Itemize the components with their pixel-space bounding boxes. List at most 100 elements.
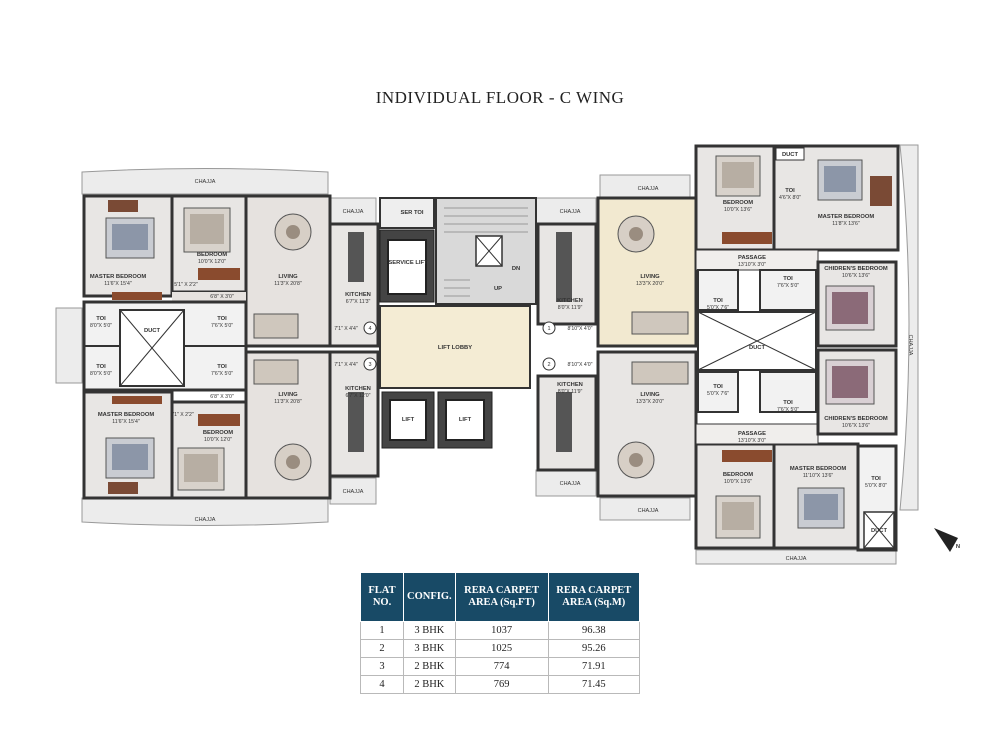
cell-flat-no: 3 bbox=[359, 657, 405, 676]
cell-sqft: 1037 bbox=[454, 621, 549, 640]
core-label: UP bbox=[494, 286, 502, 292]
flat-no-circle-4 bbox=[363, 321, 377, 335]
cell-config: 2 BHK bbox=[403, 675, 456, 694]
duct-label: DUCT bbox=[144, 328, 161, 334]
room-dim: 10'0"X 13'6" bbox=[724, 479, 752, 485]
room-label: LIVING bbox=[640, 392, 660, 398]
chajja-label: CHAJJA bbox=[560, 209, 581, 215]
floor-plan: CHAJJA CHAJJA CHAJJA CHAJJA CHAJJA CHAJJ… bbox=[55, 144, 960, 565]
room-label: TOI bbox=[217, 364, 227, 370]
flat-no: 3 bbox=[368, 362, 371, 368]
room-label: LIVING bbox=[640, 274, 660, 280]
header-area-sqm: RERA CARPET AREA (Sq.M) bbox=[547, 572, 641, 622]
room-label: TOI bbox=[785, 188, 795, 194]
room-dim: 11'8"X 13'6" bbox=[832, 221, 860, 227]
compass-arrow-icon bbox=[934, 528, 958, 552]
room-dim: 13'10"X 3'0" bbox=[738, 262, 766, 268]
chajja-label: CHAJJA bbox=[907, 335, 913, 356]
room-label: CHIDREN'S BEDROOM bbox=[824, 266, 888, 272]
room-label: TOI bbox=[871, 476, 881, 482]
right-top-duct bbox=[775, 147, 805, 161]
cell-config: 2 BHK bbox=[403, 657, 456, 676]
room-label: TOI bbox=[713, 298, 723, 304]
core-label: LIFT LOBBY bbox=[438, 345, 472, 351]
passage-dim: 5'1" X 2'2" bbox=[174, 282, 198, 288]
chajja-label: CHAJJA bbox=[638, 508, 659, 514]
flat-1 bbox=[536, 144, 900, 348]
chajja-label: CHAJJA bbox=[343, 209, 364, 215]
room-label: TOI bbox=[783, 276, 793, 282]
flat-no-circle-2 bbox=[542, 357, 556, 371]
cell-sqm: 95.26 bbox=[547, 639, 641, 658]
room-dim: 13'3"X 20'0" bbox=[636, 399, 664, 405]
room-dim: 10'6"X 13'6" bbox=[842, 273, 870, 279]
cell-sqm: 71.45 bbox=[547, 675, 641, 694]
duct-label: DUCT bbox=[749, 345, 766, 351]
plan-title: INDIVIDUAL FLOOR - C WING bbox=[375, 88, 625, 107]
room-dim: 7'6"X 5'0" bbox=[777, 283, 799, 289]
passage-dim: 7'1" X 4'4" bbox=[334, 362, 358, 368]
room-dim: 5'0"X 7'6" bbox=[707, 305, 729, 311]
chajja-bottom-left bbox=[81, 497, 329, 526]
core-label: SERVICE LIFT bbox=[388, 260, 428, 266]
room-label: MASTER BEDROOM bbox=[818, 214, 875, 220]
table-row: 4 2 BHK 769 71.45 bbox=[359, 675, 641, 694]
foyer-dim: 8'10"X 4'0" bbox=[568, 362, 593, 368]
header-flat-no: FLAT NO. bbox=[359, 572, 405, 622]
chajja-top-left bbox=[81, 168, 329, 195]
room-dim: 11'6"X 15'4" bbox=[112, 419, 140, 425]
chajja-east bbox=[899, 144, 919, 511]
room-dim: 4'6"X 8'0" bbox=[779, 195, 801, 201]
chajja-core-bl bbox=[329, 477, 377, 505]
duct-label: DUCT bbox=[871, 528, 888, 534]
flat-2 bbox=[536, 348, 898, 552]
room-label: TOI bbox=[783, 400, 793, 406]
cell-config: 3 BHK bbox=[403, 639, 456, 658]
flat-no: 4 bbox=[368, 326, 371, 332]
area-table-header: FLAT NO. CONFIG. RERA CARPET AREA (Sq.FT… bbox=[359, 572, 641, 622]
room-dim: 5'0"X 7'6" bbox=[707, 391, 729, 397]
foyer-dim: 8'10"X 4'0" bbox=[568, 326, 593, 332]
flat-no-circle-3 bbox=[363, 357, 377, 371]
chajja-core-br bbox=[535, 469, 597, 497]
room-dim: 11'10"X 13'6" bbox=[803, 473, 834, 479]
passage-dim: 7'1" X 4'4" bbox=[334, 326, 358, 332]
chajja-left-tower bbox=[55, 307, 83, 384]
room-dim: 8'0"X 5'0" bbox=[90, 371, 112, 377]
cell-sqm: 71.91 bbox=[547, 657, 641, 676]
duct-label: DUCT bbox=[782, 152, 799, 158]
chajja-label: CHAJJA bbox=[638, 186, 659, 192]
room-dim: 11'3"X 20'8" bbox=[274, 399, 302, 405]
cell-sqft: 774 bbox=[454, 657, 549, 676]
room-label: BEDROOM bbox=[197, 252, 227, 258]
flat-3 bbox=[82, 350, 380, 500]
table-row: 2 3 BHK 1025 95.26 bbox=[359, 639, 641, 658]
room-label: LIVING bbox=[278, 392, 298, 398]
room-dim: 10'0"X 12'0" bbox=[198, 259, 226, 265]
room-label: BEDROOM bbox=[723, 200, 753, 206]
table-row: 1 3 BHK 1037 96.38 bbox=[359, 621, 641, 640]
header-area-sqft: RERA CARPET AREA (Sq.FT) bbox=[454, 572, 549, 622]
room-dim: 6'7"X 11'3" bbox=[346, 299, 371, 305]
cell-sqft: 1025 bbox=[454, 639, 549, 658]
lift-lobby bbox=[379, 305, 531, 389]
chajja-label: CHAJJA bbox=[560, 481, 581, 487]
chajja-label: CHAJJA bbox=[195, 179, 216, 185]
room-label: LIVING bbox=[278, 274, 298, 280]
room-dim: 5'0"X 8'0" bbox=[865, 483, 887, 489]
room-label: KITCHEN bbox=[345, 386, 371, 392]
chajja-label: CHAJJA bbox=[786, 556, 807, 562]
room-label: BEDROOM bbox=[203, 430, 233, 436]
flat-no-circle-1 bbox=[542, 321, 556, 335]
room-label: PASSAGE bbox=[738, 431, 766, 437]
room-dim: 6'7"X 12'0" bbox=[346, 393, 371, 399]
cell-flat-no: 4 bbox=[359, 675, 405, 694]
chajja-bottom-right bbox=[695, 549, 897, 565]
flat-no: 2 bbox=[547, 362, 550, 368]
room-label: MASTER BEDROOM bbox=[90, 274, 147, 280]
room-label: PASSAGE bbox=[738, 255, 766, 261]
room-label: TOI bbox=[96, 316, 106, 322]
core-label: LIFT bbox=[459, 417, 472, 423]
room-dim: 10'0"X 12'0" bbox=[204, 437, 232, 443]
room-label: KITCHEN bbox=[557, 298, 583, 304]
